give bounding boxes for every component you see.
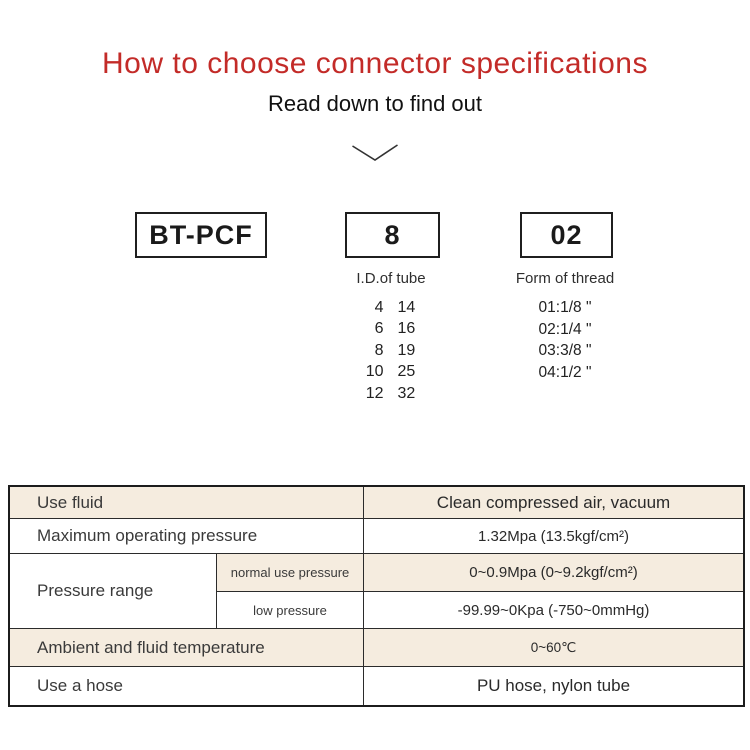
tube-size-row: 8 19: [345, 340, 436, 362]
tube-size-value: 25: [397, 363, 416, 381]
spec-subrow-value: 0~0.9Mpa (0~9.2kgf/cm²): [364, 554, 743, 592]
spec-row-value: PU hose, nylon tube: [476, 676, 631, 695]
form-of-thread-label: Form of thread: [515, 270, 615, 287]
part-number-id-box: 8: [345, 212, 440, 258]
spec-table: Use fluid Clean compressed air, vacuum M…: [8, 485, 745, 707]
tube-size-value: 8: [374, 341, 384, 359]
tube-size-row: 10 25: [345, 362, 436, 384]
tube-size-value: 14: [397, 298, 416, 316]
spec-subrow-value: -99.99~0Kpa (-750~0mmHg): [364, 592, 743, 629]
spec-subrow-label: normal use pressure: [217, 554, 364, 592]
thread-option: 04:1/2 ": [538, 363, 592, 381]
tube-size-list: 4 14 6 16 8 19 10 25 12 32: [345, 297, 436, 405]
thread-option: 03:3/8 ": [538, 342, 592, 359]
spec-row-label: Maximum operating pressure: [10, 519, 364, 554]
thread-option: 02:1/4 ": [538, 320, 592, 338]
tube-size-value: 4: [374, 298, 384, 316]
spec-row-value: 1.32Mpa (13.5kgf/cm²): [364, 519, 743, 554]
part-number-model-box: BT-PCF: [135, 212, 267, 258]
tube-size-value: 10: [365, 363, 384, 381]
tube-size-value: 16: [397, 320, 416, 338]
spec-row-label: Ambient and fluid temperature: [10, 629, 364, 667]
thread-option-list: 01:1/8 " 02:1/4 " 03:3/8 " 04:1/2 ": [495, 297, 635, 383]
tube-size-value: 32: [397, 384, 416, 402]
chevron-down-icon: [352, 144, 398, 161]
thread-option: 01:1/8 ": [538, 299, 592, 316]
page-subtitle: Read down to find out: [267, 91, 483, 116]
page-title: How to choose connector specifications: [102, 47, 648, 80]
spec-row-value: Clean compressed air, vacuum: [364, 487, 743, 519]
part-number-thread-box: 02: [520, 212, 613, 258]
tube-size-row: 12 32: [345, 383, 436, 405]
spec-row-label: Pressure range: [10, 554, 217, 629]
tube-size-row: 4 14: [345, 297, 436, 319]
spec-row-value: 0~60℃: [364, 629, 743, 667]
tube-size-value: 12: [365, 384, 384, 402]
tube-size-value: 6: [374, 320, 384, 338]
id-of-tube-label: I.D.of tube: [356, 270, 426, 287]
spec-row-label: Use a hose: [10, 667, 364, 705]
tube-size-value: 19: [397, 341, 416, 359]
spec-subrow-label: low pressure: [217, 592, 364, 629]
tube-size-row: 6 16: [345, 319, 436, 341]
spec-row-label: Use fluid: [10, 487, 364, 519]
